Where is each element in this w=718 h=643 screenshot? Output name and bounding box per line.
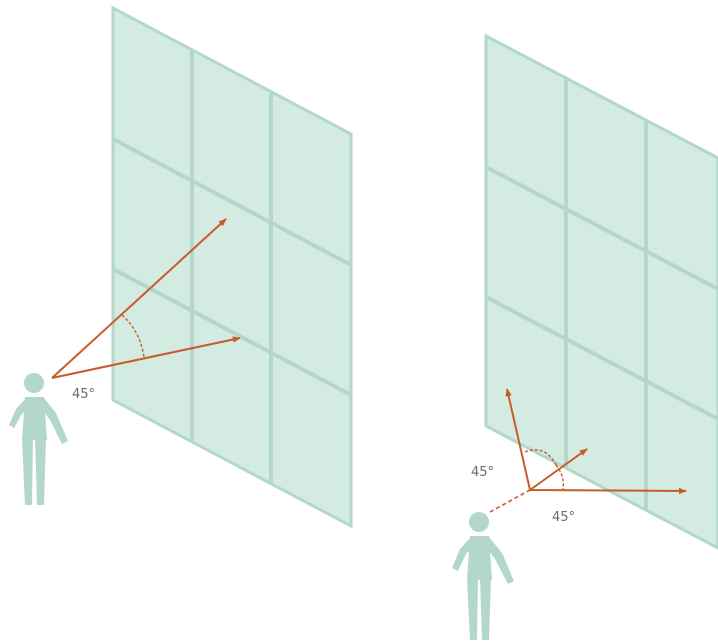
right-approach-line	[489, 489, 531, 513]
right-scene: 45° 45°	[452, 33, 718, 640]
left-scene: 45°	[9, 5, 353, 529]
right-person-icon	[452, 512, 514, 640]
left-angle-label: 45°	[72, 387, 95, 402]
right-angle-arc-lower	[555, 464, 565, 491]
right-angle-label-lower: 45°	[552, 510, 575, 525]
left-sightlines	[51, 218, 241, 379]
right-angle-label-upper: 45°	[471, 465, 494, 480]
left-glass-wall	[111, 5, 353, 529]
right-sightlines	[505, 388, 687, 495]
left-person-icon	[9, 373, 68, 505]
left-sightline-upper-arrow	[51, 218, 227, 379]
left-sightline-lower-arrow	[51, 336, 241, 379]
right-sightline-horizontal-arrow	[529, 487, 687, 495]
right-glass-wall	[484, 33, 718, 550]
right-sightline-up-arrow	[505, 388, 531, 491]
